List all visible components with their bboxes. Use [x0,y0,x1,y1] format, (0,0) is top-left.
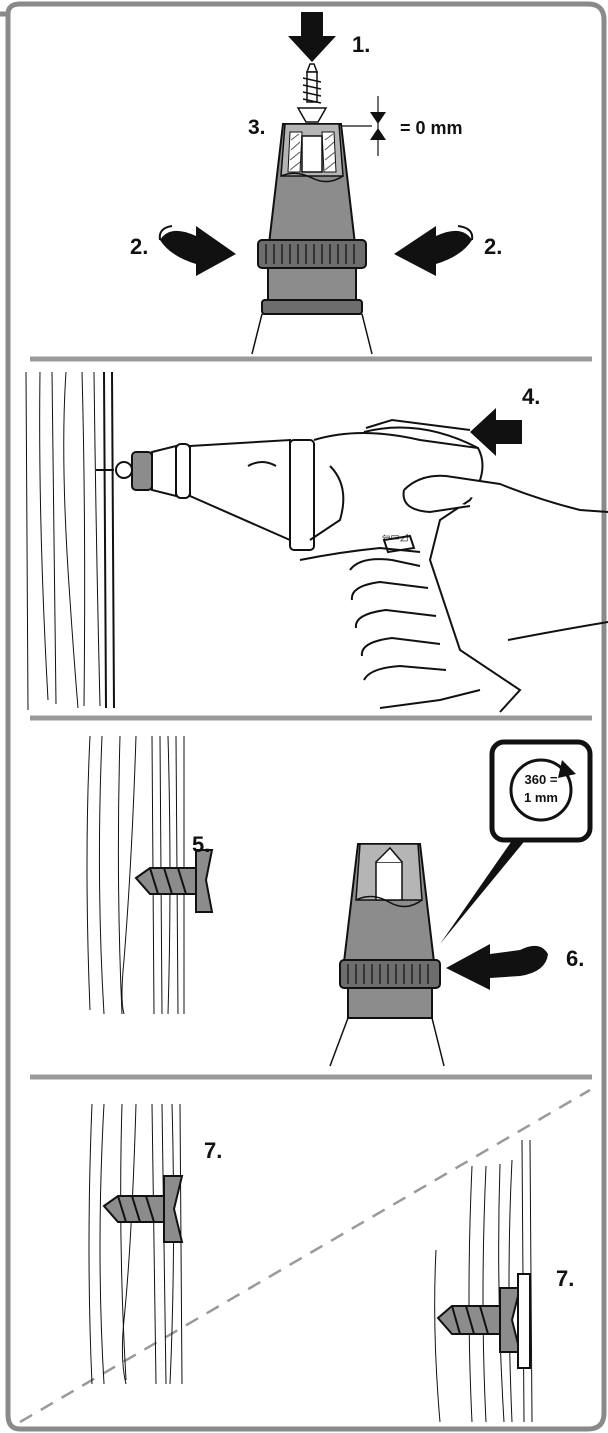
step-4-label: 4. [522,384,540,409]
rotate-arrow-icon [446,944,548,990]
hand-drawing [349,474,608,709]
rotation-label-bottom: 1 mm [524,790,558,805]
screw-countersunk-icon [436,1273,531,1369]
step-1-label: 1. [352,32,370,57]
push-arrow-icon [470,408,522,456]
step-2-right-label: 2. [484,234,502,259]
depth-arrow-down-icon [370,112,386,124]
screw-protruding-icon [134,849,214,913]
panel-fine-tune: 5. 360 = [86,735,593,1067]
depth-label: = 0 mm [400,118,463,138]
svg-text:⇦▭◿: ⇦▭◿ [382,532,408,543]
screw-flush-icon [102,1175,184,1243]
rotation-label-top: 360 = [525,772,558,787]
down-arrow-icon [288,12,336,62]
dashed-divider [19,1088,591,1424]
step-7-right-label: 7. [556,1266,574,1291]
depth-stop-nose-3 [329,843,445,1067]
step-7-left-label: 7. [204,1138,222,1163]
panel-adjust: 1. = 0 mm 3. [130,12,502,355]
wall-grain [25,371,115,711]
rotate-arrow-left-icon [158,225,236,276]
drywall-screwdriver: ⇦▭◿ [96,418,522,713]
depth-arrow-up-icon [370,128,386,140]
rotate-arrow-right-icon [394,225,474,276]
step-5-label: 5. [192,832,210,857]
rotation-callout: 360 = 1 mm [440,739,593,944]
panel-result: 7. 7. [19,1088,591,1424]
panel-drive: ⇦▭◿ 4. [25,371,608,713]
step-2-left-label: 2. [130,234,148,259]
depth-stop-nose [267,123,357,245]
wall-grain-4a [88,1103,183,1385]
adjustment-collar [257,239,367,315]
tool-housing-top [251,313,373,355]
step-3-label: 3. [248,116,266,139]
step-6-label: 6. [566,946,584,971]
screw-icon [296,63,328,123]
